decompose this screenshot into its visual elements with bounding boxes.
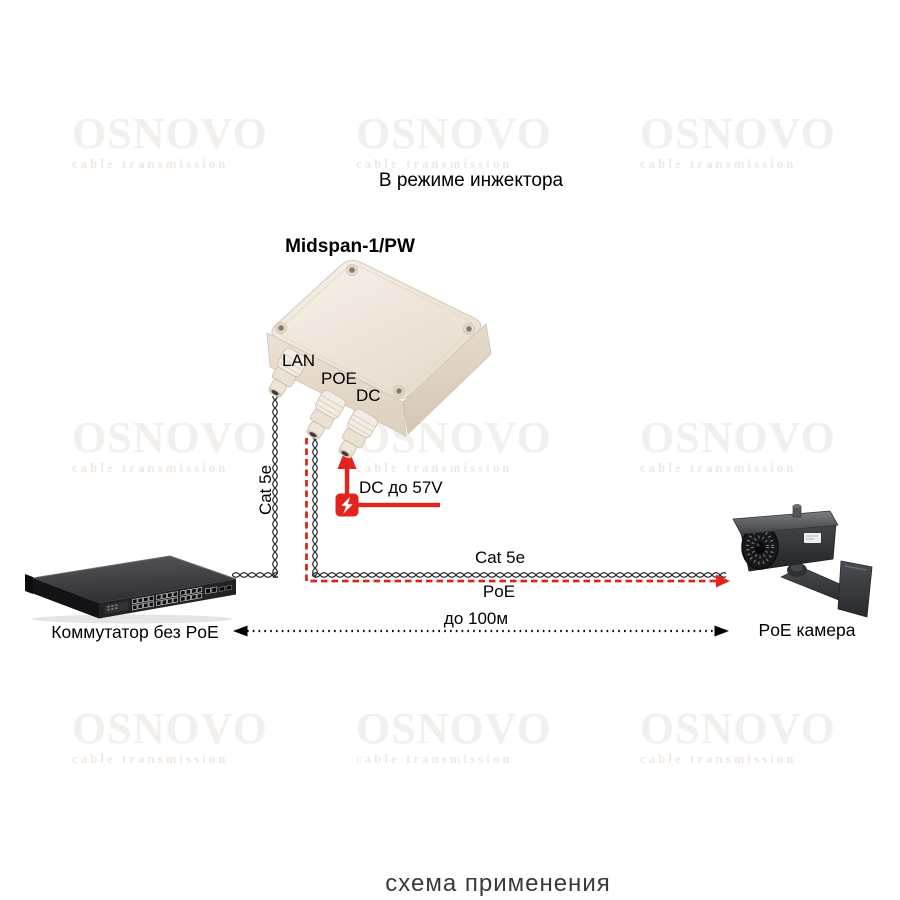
power-lightning-icon [341,497,353,514]
dc-voltage-label: DC до 57V [359,478,443,497]
poe-line-label: PoE [482,582,516,601]
arrow-right-icon [714,625,729,637]
cable-label-cat5e-switch: Cat 5e [256,464,275,516]
uplink-ports [205,584,232,595]
diagram-caption: схема применения [385,870,611,897]
poe-power-dashed-arrow [305,438,730,588]
lid-screws [275,264,475,397]
lan-gland [268,347,308,398]
distance-arrow [233,625,729,637]
midspan-enclosure [266,259,492,459]
poe-camera-device [732,504,873,618]
switch-front-panel [99,578,236,619]
camera-wall-plate [837,560,873,618]
port-label-lan: LAN [282,351,316,370]
arrow-left-icon [233,625,248,637]
switch-device [25,555,237,624]
poe-gland [306,389,346,440]
camera-device-label: PoE камера [758,620,856,640]
midspan-label: Midspan-1/PW [285,236,415,257]
max-distance-label: до 100м [443,609,509,628]
diagram-title: В режиме инжектора [378,170,564,191]
switch-device-label: Коммутатор без PoE [51,622,219,642]
camera-lens [754,541,766,555]
enclosure-lid [271,259,482,400]
port-label-dc: DC [356,386,381,405]
ir-led-ring [746,529,774,565]
port-label-poe: POE [321,369,357,388]
camera-logo [804,533,821,543]
lan-cable-twisted-pair [232,396,280,580]
cable-label-cat5e-camera: Cat 5e [474,548,526,567]
poe-cable-twisted-pair [310,437,726,580]
dc-gland [338,408,378,459]
